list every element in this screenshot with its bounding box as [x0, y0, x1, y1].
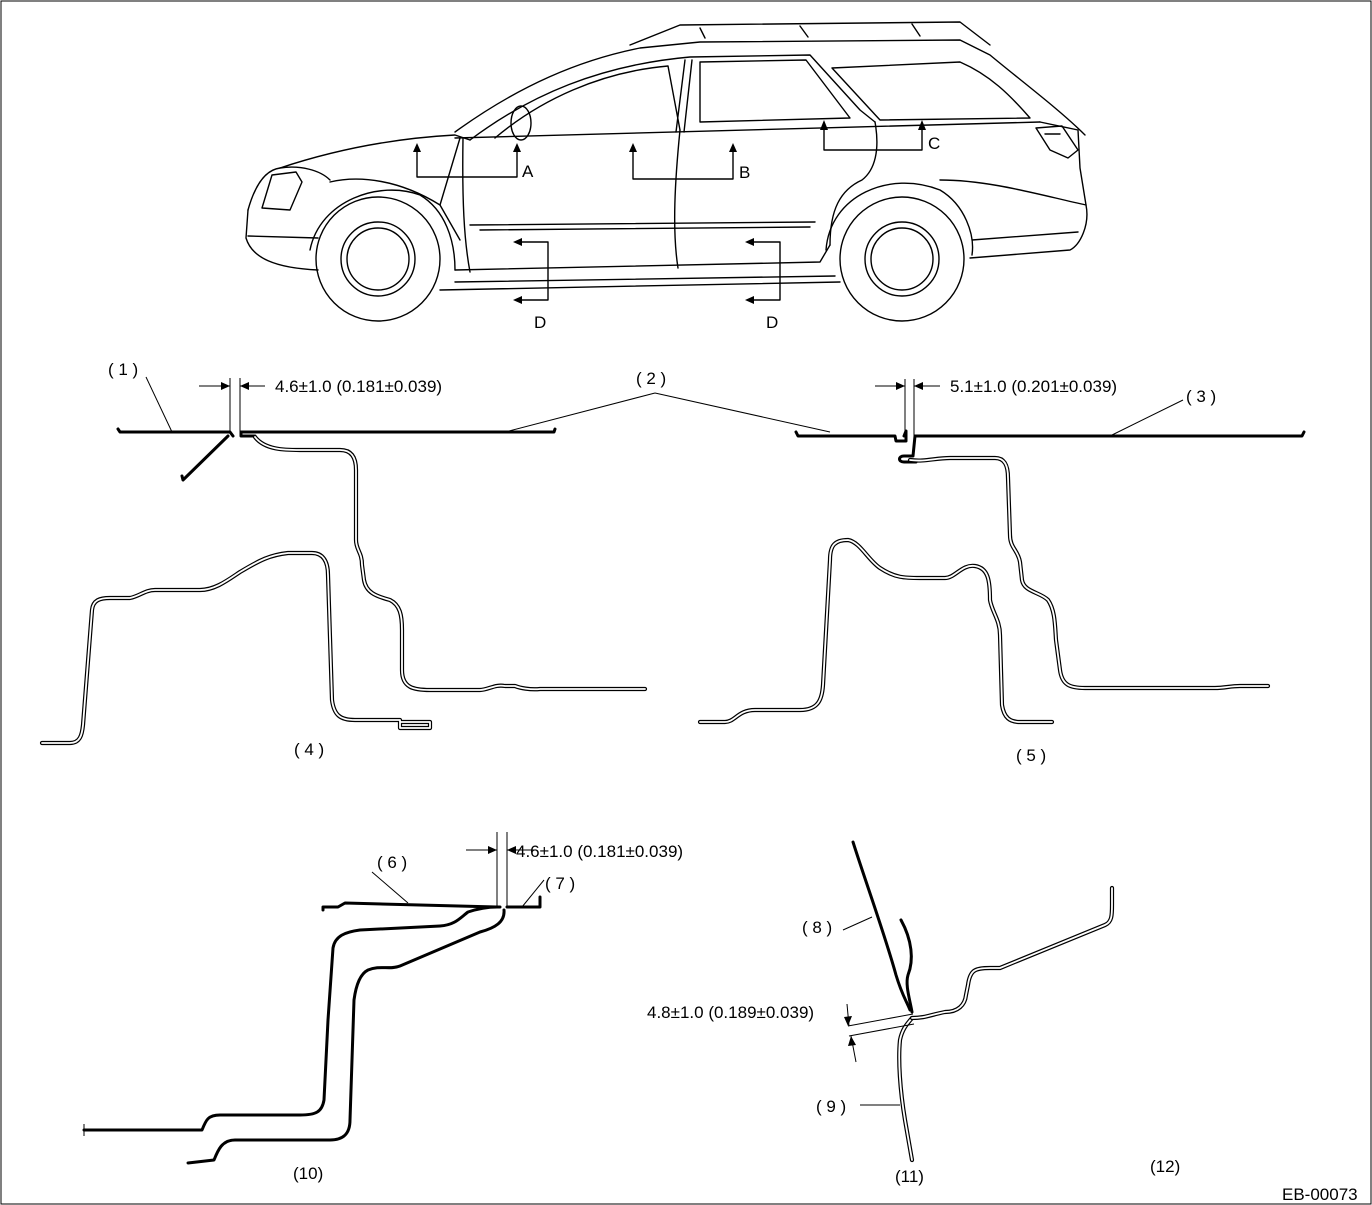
section-d-drawing: 4.8±1.0 (0.189±0.039) ( 8 ) ( 9 ) (11) (… — [647, 840, 1180, 1186]
callout-4: ( 4 ) — [294, 740, 324, 759]
section-label-b: B — [739, 163, 750, 182]
section-a-drawing: 4.6±1.0 (0.181±0.039) ( 1 ) ( 2 ) ( 4 ) — [39, 360, 831, 759]
dimension-text-b: 5.1±1.0 (0.201±0.039) — [950, 377, 1117, 396]
callout-2: ( 2 ) — [636, 369, 666, 388]
dimension-text-a: 4.6±1.0 (0.181±0.039) — [275, 377, 442, 396]
callout-7: ( 7 ) — [545, 874, 575, 893]
section-marker-d-rear: D — [745, 238, 781, 332]
callout-10: (10) — [293, 1164, 323, 1183]
car-illustration — [245, 21, 1088, 322]
callout-8: ( 8 ) — [802, 918, 832, 937]
section-marker-c: C — [820, 120, 940, 153]
section-label-a: A — [522, 162, 534, 181]
callout-12: (12) — [1150, 1157, 1180, 1176]
figure-code: EB-00073 — [1282, 1185, 1358, 1204]
callout-3: ( 3 ) — [1186, 387, 1216, 406]
dimension-text-c: 4.6±1.0 (0.181±0.039) — [516, 842, 683, 861]
section-b-drawing: 5.1±1.0 (0.201±0.039) ( 3 ) ( 5 ) — [697, 377, 1306, 765]
section-label-c: C — [928, 134, 940, 153]
section-label-d-rear: D — [766, 313, 778, 332]
section-c-drawing: 4.6±1.0 (0.181±0.039) ( 6 ) ( 7 ) (10) — [82, 832, 683, 1183]
section-label-d-front: D — [534, 313, 546, 332]
callout-11: (11) — [895, 1167, 924, 1186]
callout-5: ( 5 ) — [1016, 746, 1046, 765]
callout-9: ( 9 ) — [816, 1097, 846, 1116]
callout-1: ( 1 ) — [108, 360, 138, 379]
section-marker-b: B — [629, 143, 750, 182]
callout-6: ( 6 ) — [377, 853, 407, 872]
dimension-text-d: 4.8±1.0 (0.189±0.039) — [647, 1003, 814, 1022]
section-marker-a: A — [413, 143, 534, 181]
section-marker-d-front: D — [513, 238, 549, 332]
